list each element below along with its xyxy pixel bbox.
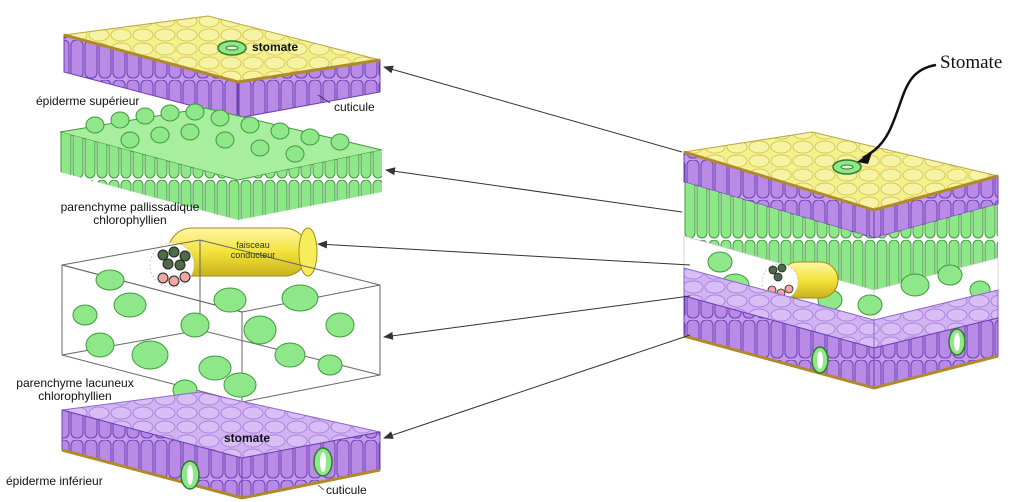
- assembled-leaf-block: [684, 132, 998, 388]
- label-epiderme-superieur: épiderme supérieur: [36, 95, 139, 108]
- label-parenchyme-pallissadique-line2: chlorophyllien: [93, 213, 166, 227]
- label-parenchyme-pallissadique-line1: parenchyme pallissadique: [61, 200, 200, 214]
- label-parenchyme-lacuneux: parenchyme lacuneux chlorophyllien: [0, 377, 150, 403]
- label-stomate-bottom: stomate: [224, 432, 270, 445]
- label-faisceau-line2: conducteur: [231, 250, 276, 260]
- label-parenchyme-lacuneux-line2: chlorophyllien: [38, 389, 111, 403]
- stomate-callout-arrow: [863, 65, 936, 158]
- label-cuticule-bottom: cuticule: [326, 484, 367, 497]
- label-parenchyme-lacuneux-line1: parenchyme lacuneux: [16, 376, 133, 390]
- label-stomate-right: Stomate: [940, 52, 1002, 74]
- label-epiderme-inferieur: épiderme inférieur: [6, 475, 103, 488]
- label-parenchyme-pallissadique: parenchyme pallissadique chlorophyllien: [40, 201, 220, 227]
- label-cuticule-top: cuticule: [334, 101, 375, 114]
- label-stomate-top: stomate: [252, 41, 298, 54]
- label-faisceau-conducteur: faisceau conducteur: [218, 240, 288, 260]
- label-faisceau-line1: faisceau: [236, 240, 270, 250]
- explode-arrows: [318, 67, 690, 438]
